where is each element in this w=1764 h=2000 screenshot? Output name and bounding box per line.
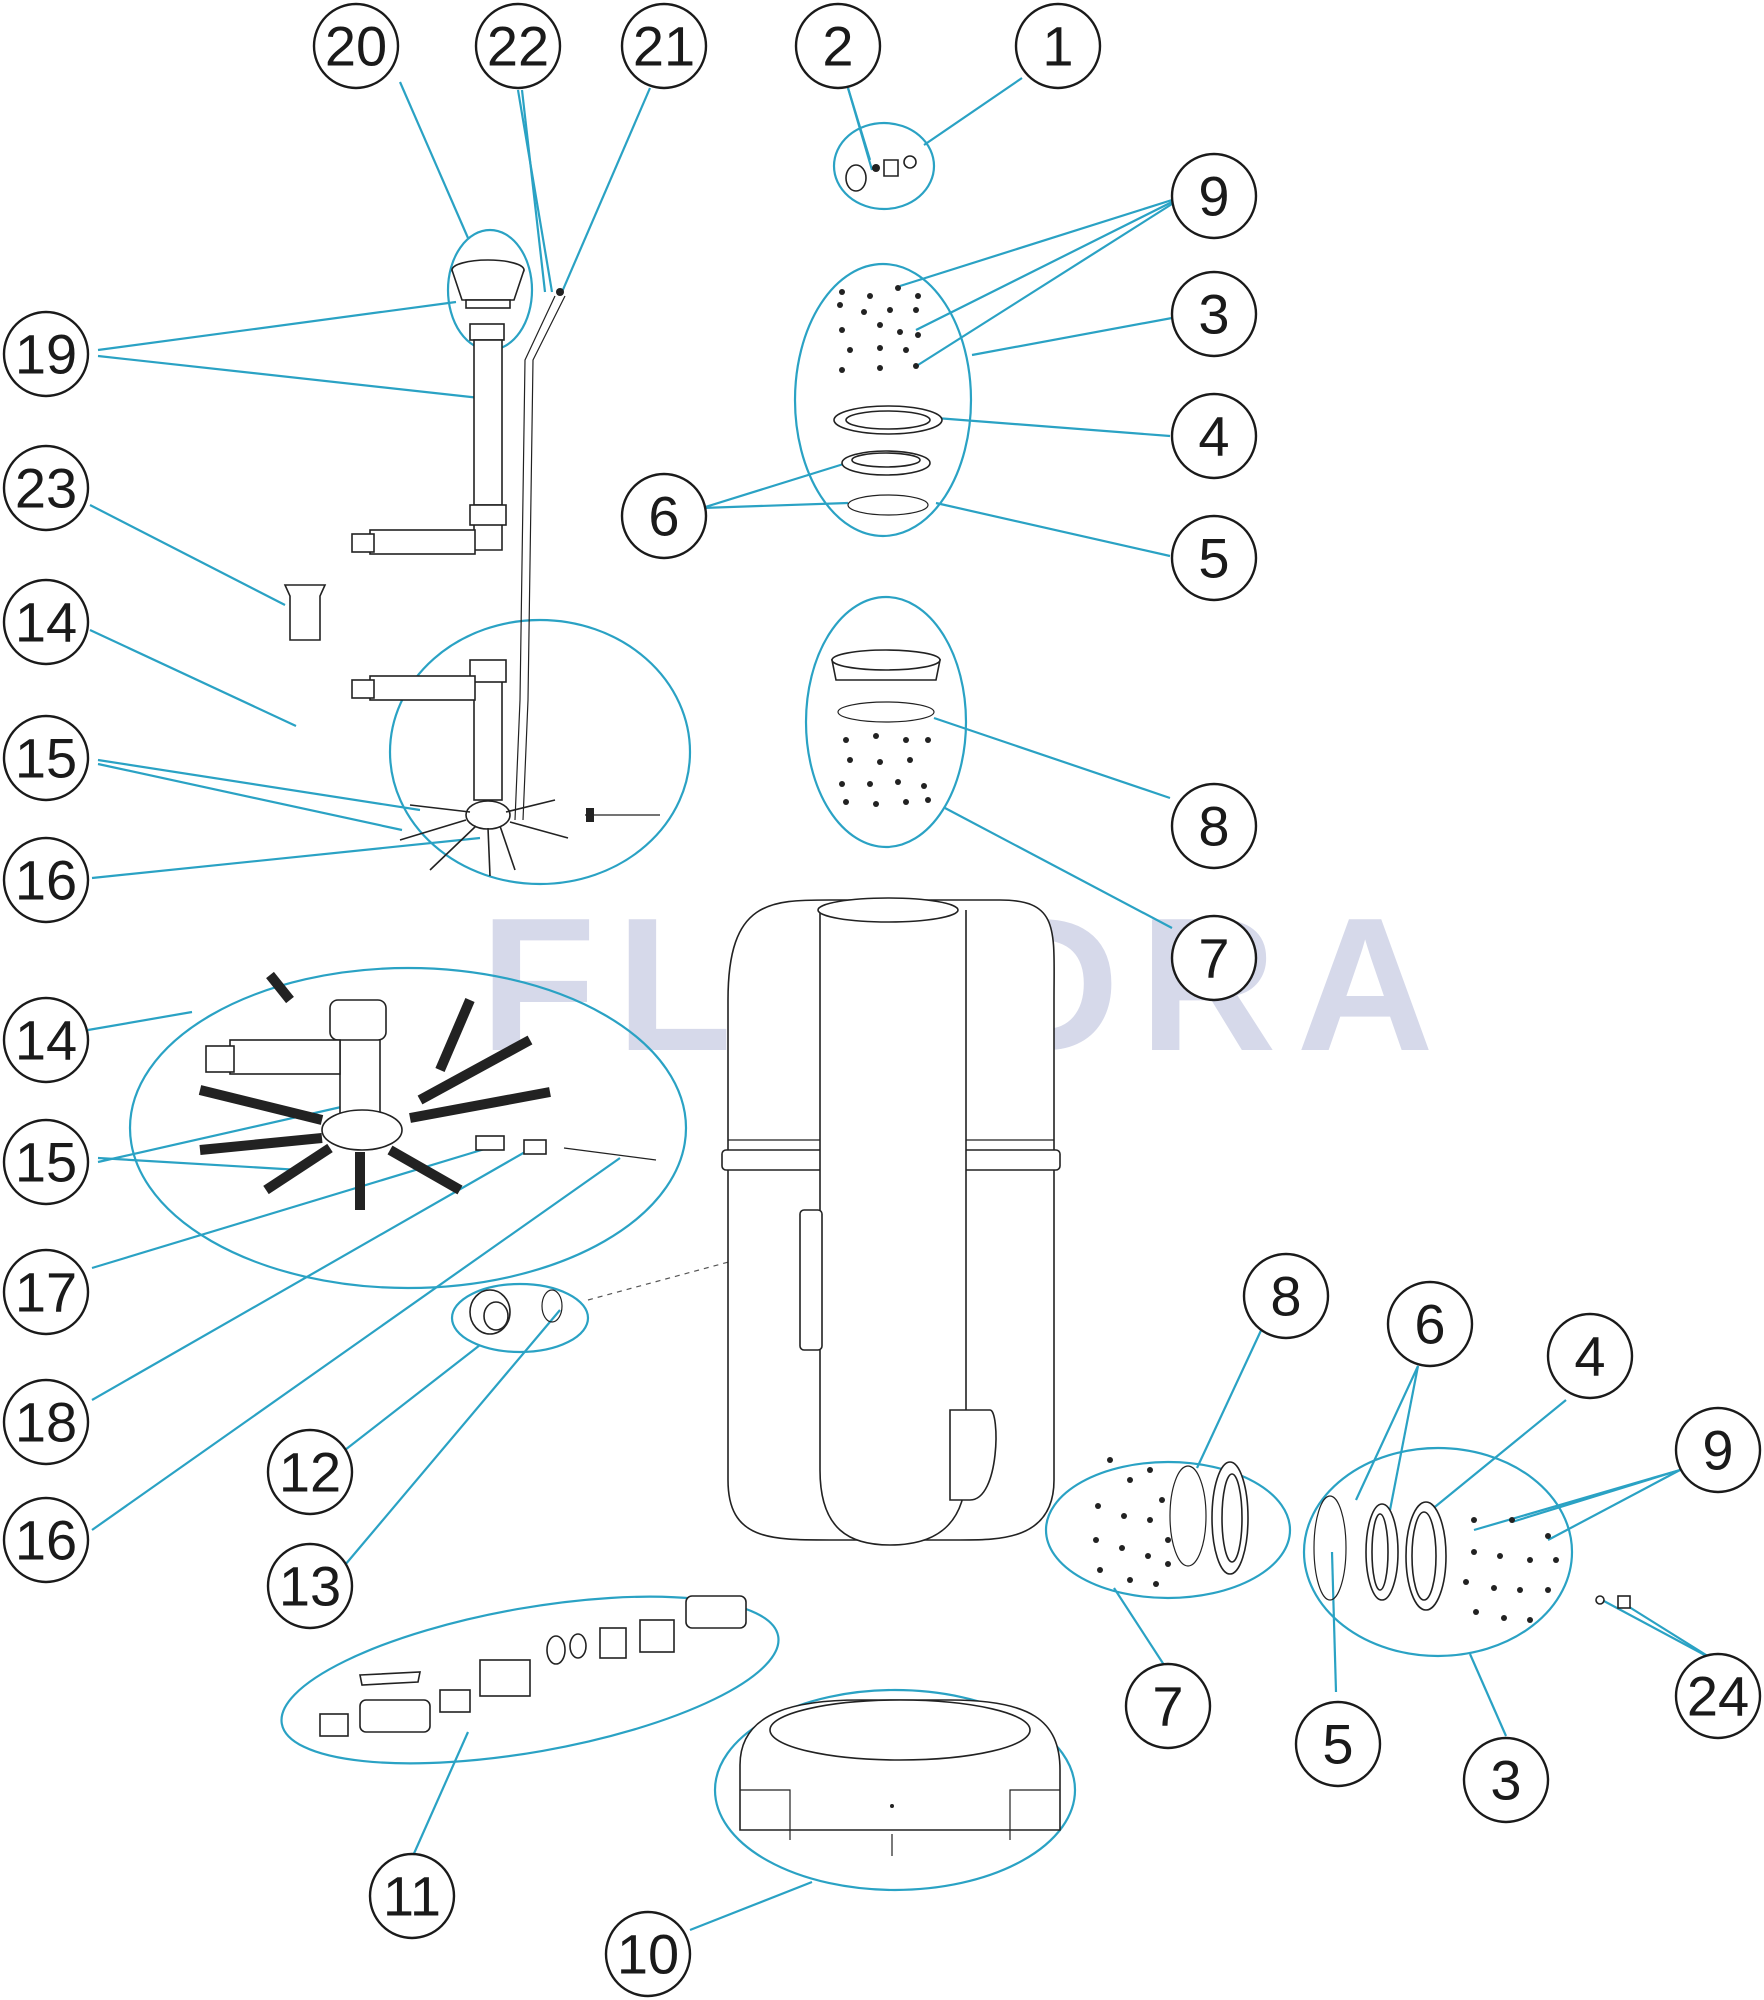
diffuser-parts	[831, 649, 941, 807]
callout-20: 20	[312, 2, 400, 90]
parts	[198, 155, 1631, 1856]
callout-7a: 7	[1170, 914, 1258, 1002]
callout-4a: 4	[1170, 392, 1258, 480]
callout-17: 17	[2, 1248, 90, 1336]
group-ellipse-diffuser	[804, 595, 968, 849]
callout-16a: 16	[2, 836, 90, 924]
callout-label: 5	[1198, 527, 1229, 590]
callout-16b: 16	[2, 1496, 90, 1584]
callout-label: 4	[1574, 1325, 1605, 1388]
callout-label: 10	[617, 1923, 679, 1986]
callout-6b: 6	[1386, 1280, 1474, 1368]
callout-2: 2	[794, 2, 882, 90]
group-ellipse-1-2	[832, 121, 936, 211]
callout-label: 12	[279, 1441, 341, 1504]
callout-label: 18	[15, 1391, 77, 1454]
callout-8a: 8	[1170, 782, 1258, 870]
callout-5b: 5	[1294, 1700, 1382, 1788]
callout-18: 18	[2, 1378, 90, 1466]
callout-label: 15	[15, 1131, 77, 1194]
callout-label: 21	[633, 15, 695, 78]
collector-pipe	[351, 288, 566, 821]
callout-23: 23	[2, 444, 90, 532]
callout-label: 15	[15, 727, 77, 790]
callout-21: 21	[620, 2, 708, 90]
callout-label: 3	[1198, 283, 1229, 346]
group-ellipse-side-lid	[1302, 1446, 1574, 1658]
callout-label: 5	[1322, 1713, 1353, 1776]
callout-9a: 9	[1170, 152, 1258, 240]
callout-label: 24	[1687, 1665, 1749, 1728]
callout-label: 7	[1152, 1675, 1183, 1738]
callout-label: 17	[15, 1261, 77, 1324]
filter-tank	[721, 897, 1061, 1546]
callout-22: 22	[474, 2, 562, 90]
group-ellipse-top-lid	[793, 262, 973, 538]
callout-label: 4	[1198, 405, 1229, 468]
group-ellipse-diffuser-side	[1044, 1460, 1292, 1600]
side-diffuser-parts	[1093, 1457, 1249, 1587]
lower-collector	[351, 659, 660, 877]
callout-label: 20	[325, 15, 387, 78]
union-fitting	[469, 1289, 563, 1335]
clip-part	[283, 584, 327, 641]
callout-label: 11	[383, 1865, 441, 1928]
callout-label: 8	[1270, 1265, 1301, 1328]
callout-label: 9	[1198, 165, 1229, 228]
callout-9b: 9	[1674, 1406, 1762, 1494]
callout-3b: 3	[1462, 1736, 1550, 1824]
callout-label: 1	[1042, 15, 1073, 78]
callout-19: 19	[2, 310, 90, 398]
group-ellipse-14a	[388, 618, 692, 886]
funnel-part	[451, 259, 525, 341]
top-lid-parts	[833, 285, 943, 516]
callout-14a: 14	[2, 578, 90, 666]
callout-label: 3	[1490, 1749, 1521, 1812]
side-lid-parts	[1313, 1495, 1631, 1623]
callout-label: 9	[1702, 1419, 1733, 1482]
filter-base	[739, 1699, 1061, 1856]
callout-13: 13	[266, 1542, 354, 1630]
callout-14b: 14	[2, 996, 90, 1084]
callout-label: 8	[1198, 795, 1229, 858]
group-ellipse-14b	[128, 966, 688, 1290]
valve-fittings-small	[845, 155, 917, 192]
callout-label: 2	[822, 15, 853, 78]
callout-label: 13	[279, 1555, 341, 1618]
callout-label: 14	[15, 591, 77, 654]
drain-valve-assembly	[319, 1595, 747, 1737]
group-ellipse-valve	[280, 1595, 780, 1765]
callout-12: 12	[266, 1428, 354, 1516]
callout-11: 11	[368, 1852, 456, 1940]
group-ellipse-base	[713, 1688, 1077, 1892]
callout-7b: 7	[1124, 1662, 1212, 1750]
callout-4b: 4	[1546, 1312, 1634, 1400]
callout-1: 1	[1014, 2, 1102, 90]
callout-15a: 15	[2, 714, 90, 802]
callout-label: 23	[15, 457, 77, 520]
callout-label: 16	[15, 1509, 77, 1572]
callout-10: 10	[604, 1910, 692, 1998]
callout-6a: 6	[620, 472, 708, 560]
callout-24: 24	[1674, 1652, 1762, 1740]
callout-label: 19	[15, 323, 77, 386]
callout-label: 16	[15, 849, 77, 912]
callout-label: 6	[1414, 1293, 1445, 1356]
lateral-collector	[198, 971, 657, 1210]
callout-3a: 3	[1170, 270, 1258, 358]
callout-5a: 5	[1170, 514, 1258, 602]
callout-label: 22	[487, 15, 549, 78]
callout-label: 7	[1198, 927, 1229, 990]
callout-15b: 15	[2, 1118, 90, 1206]
callout-8b: 8	[1242, 1252, 1330, 1340]
group-ellipse-12-13	[450, 1282, 590, 1354]
callout-label: 6	[648, 485, 679, 548]
callout-label: 14	[15, 1009, 77, 1072]
